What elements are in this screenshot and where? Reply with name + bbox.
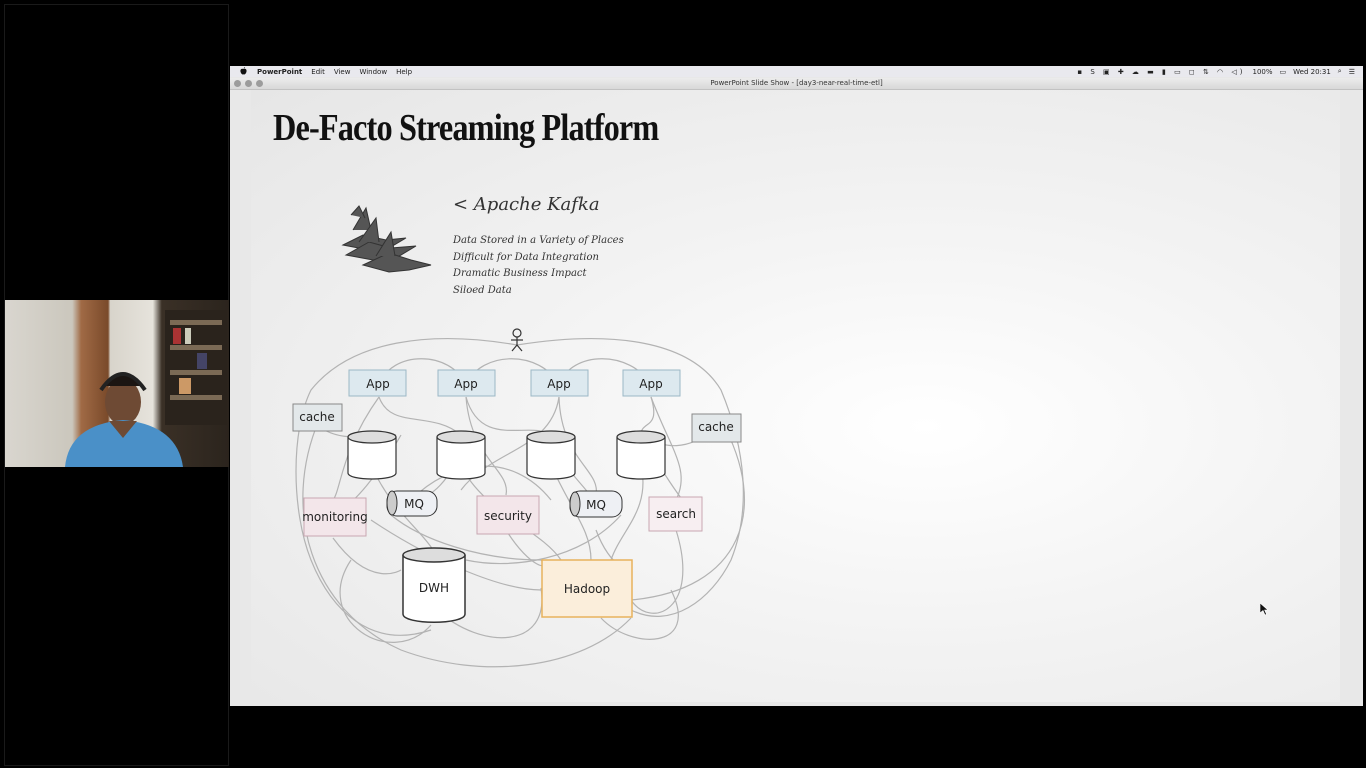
geese-logo-icon — [341, 205, 432, 273]
dwh-cylinder: DWH — [402, 547, 466, 623]
minimize-button[interactable] — [245, 80, 252, 87]
mq-right-label: MQ — [586, 498, 606, 512]
monitoring-label: monitoring — [302, 510, 368, 524]
clock[interactable]: Wed 20:31 — [1293, 67, 1331, 76]
security-label: security — [484, 509, 532, 523]
window-titlebar: PowerPoint Slide Show - [day3-near-real-… — [230, 78, 1363, 90]
search-label: search — [656, 507, 696, 521]
notification-center-icon[interactable]: ☰ — [1348, 67, 1355, 76]
hadoop-box: Hadoop — [541, 559, 633, 618]
slide-title: De-Facto Streaming Platform — [273, 107, 659, 149]
status-icons[interactable]: ▪ S ▣ ✚ ☁ ▬ ▮ ▭ ◻ ⇅ ◠ ◁) — [1077, 67, 1246, 76]
service-boxes: monitoring security search — [302, 495, 703, 537]
battery-percent[interactable]: 100% — [1252, 67, 1273, 76]
app-label: App — [547, 377, 570, 391]
hadoop-label: Hadoop — [564, 582, 610, 596]
close-button[interactable] — [234, 80, 241, 87]
dwh-label: DWH — [419, 581, 449, 595]
mac-menubar: PowerPoint Edit View Window Help ▪ S ▣ ✚… — [230, 66, 1363, 77]
mouse-cursor-icon — [1260, 603, 1269, 616]
menu-help[interactable]: Help — [396, 67, 413, 76]
mq-queues: MQ MQ — [386, 490, 623, 518]
stick-figure-icon — [511, 328, 523, 352]
kafka-heading: < Apache Kafka — [453, 194, 600, 215]
menubar-status-area: ▪ S ▣ ✚ ☁ ▬ ▮ ▭ ◻ ⇅ ◠ ◁) 100% ▭ Wed 20:3… — [1077, 66, 1355, 77]
kafka-bullet-list: Data Stored in a Variety of Places Diffi… — [453, 233, 624, 299]
cache-boxes: cache cache — [292, 403, 742, 443]
bullet-item: Data Stored in a Variety of Places — [453, 235, 624, 246]
spaghetti-architecture-diagram: App App App App cache cache monitoring s… — [292, 328, 745, 668]
app-label: App — [454, 377, 477, 391]
presenter-video — [65, 310, 227, 467]
menu-view[interactable]: View — [333, 67, 351, 76]
app-label: App — [639, 377, 662, 391]
menu-edit[interactable]: Edit — [311, 67, 325, 76]
app-boxes: App App App App — [348, 369, 681, 397]
battery-icon[interactable]: ▭ — [1279, 67, 1287, 76]
cache-right-label: cache — [698, 420, 734, 434]
bullet-item: Siloed Data — [453, 284, 512, 296]
bullet-item: Difficult for Data Integration — [453, 251, 599, 263]
bullet-item: Dramatic Business Impact — [453, 268, 587, 279]
window-title: PowerPoint Slide Show - [day3-near-real-… — [710, 79, 883, 87]
zoom-button[interactable] — [256, 80, 263, 87]
apple-icon[interactable] — [240, 66, 247, 77]
menu-window[interactable]: Window — [359, 67, 388, 76]
database-cylinders — [347, 430, 666, 480]
menu-app-powerpoint[interactable]: PowerPoint — [257, 67, 303, 76]
slide-canvas: De-Facto Streaming Platform < Apache Kaf… — [251, 90, 1340, 702]
mq-left-label: MQ — [404, 497, 424, 511]
search-icon[interactable]: ⌕ — [1337, 67, 1342, 75]
cache-left-label: cache — [299, 410, 335, 424]
webcam-video — [5, 300, 229, 467]
app-label: App — [366, 377, 389, 391]
